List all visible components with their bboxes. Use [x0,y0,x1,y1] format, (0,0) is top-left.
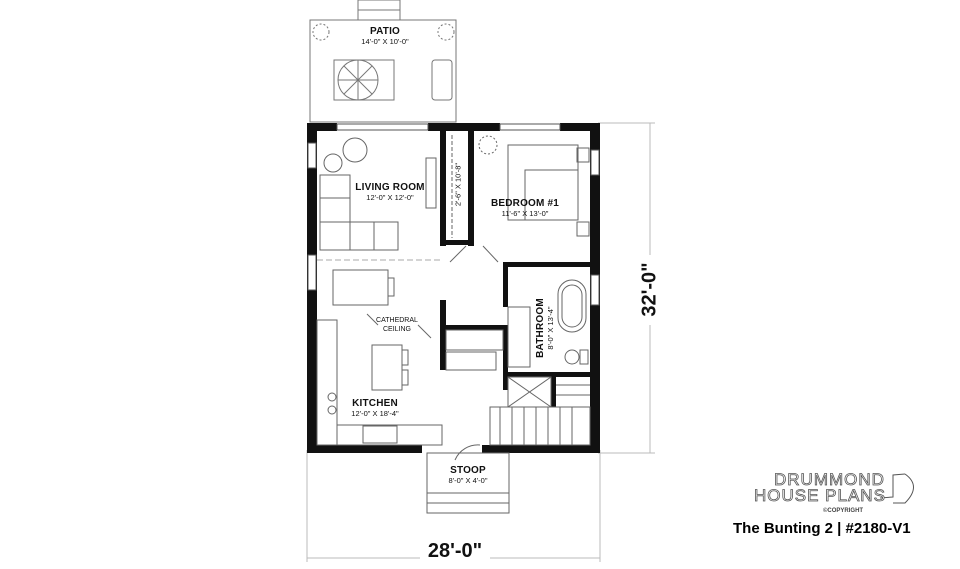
patio [309,0,457,123]
room-name: BATHROOM [535,298,546,358]
overall-width: 28'-0" [427,540,483,562]
room-closet: 2'-6" X 10'-8" [453,162,463,207]
overall-depth: 32'-0" [638,262,661,317]
room-name: BEDROOM #1 [490,198,560,209]
room-dimensions: 8'-0" X 13'-4" [546,306,555,350]
brand-line-2: HOUSE PLANS [754,486,886,506]
room-dimensions: 12'-0" X 18'-4" [351,409,399,418]
note-line-2: CEILING [382,326,411,333]
note-line-1: CATHEDRAL [376,317,418,324]
cathedral-ceiling-note: CATHEDRAL CEILING [372,316,422,334]
room-name: PATIO [369,26,401,37]
room-bedroom-1: BEDROOM #1 11'-6" X 13'-0" [480,198,570,218]
room-name: LIVING ROOM [355,182,425,193]
room-bathroom: BATHROOM 8'-0" X 13'-4" [535,288,555,368]
room-name: KITCHEN [352,398,398,409]
brand-copyright: ©COPYRIGHT [823,508,864,514]
room-dimensions: 8'-0" X 4'-0" [448,476,488,485]
brand-line-1: DRUMMOND [774,470,885,490]
room-kitchen: KITCHEN 12'-0" X 18'-4" [335,398,415,418]
furniture [316,135,591,514]
room-dimensions: 12'-0" X 12'-0" [366,193,414,202]
room-dimensions: 14'-0" X 10'-0" [361,37,409,46]
room-name: STOOP [450,465,486,476]
interior-walls [440,131,590,407]
room-living: LIVING ROOM 12'-0" X 12'-0" [340,182,440,202]
logo-mark [879,473,914,504]
room-stoop: STOOP 8'-0" X 4'-0" [428,465,508,485]
room-dimensions: 11'-6" X 13'-0" [501,209,549,218]
room-patio: PATIO 14'-0" X 10'-0" [340,26,430,46]
plan-title: The Bunting 2 | #2180-V1 [733,520,911,537]
dimension-lines [306,122,655,562]
